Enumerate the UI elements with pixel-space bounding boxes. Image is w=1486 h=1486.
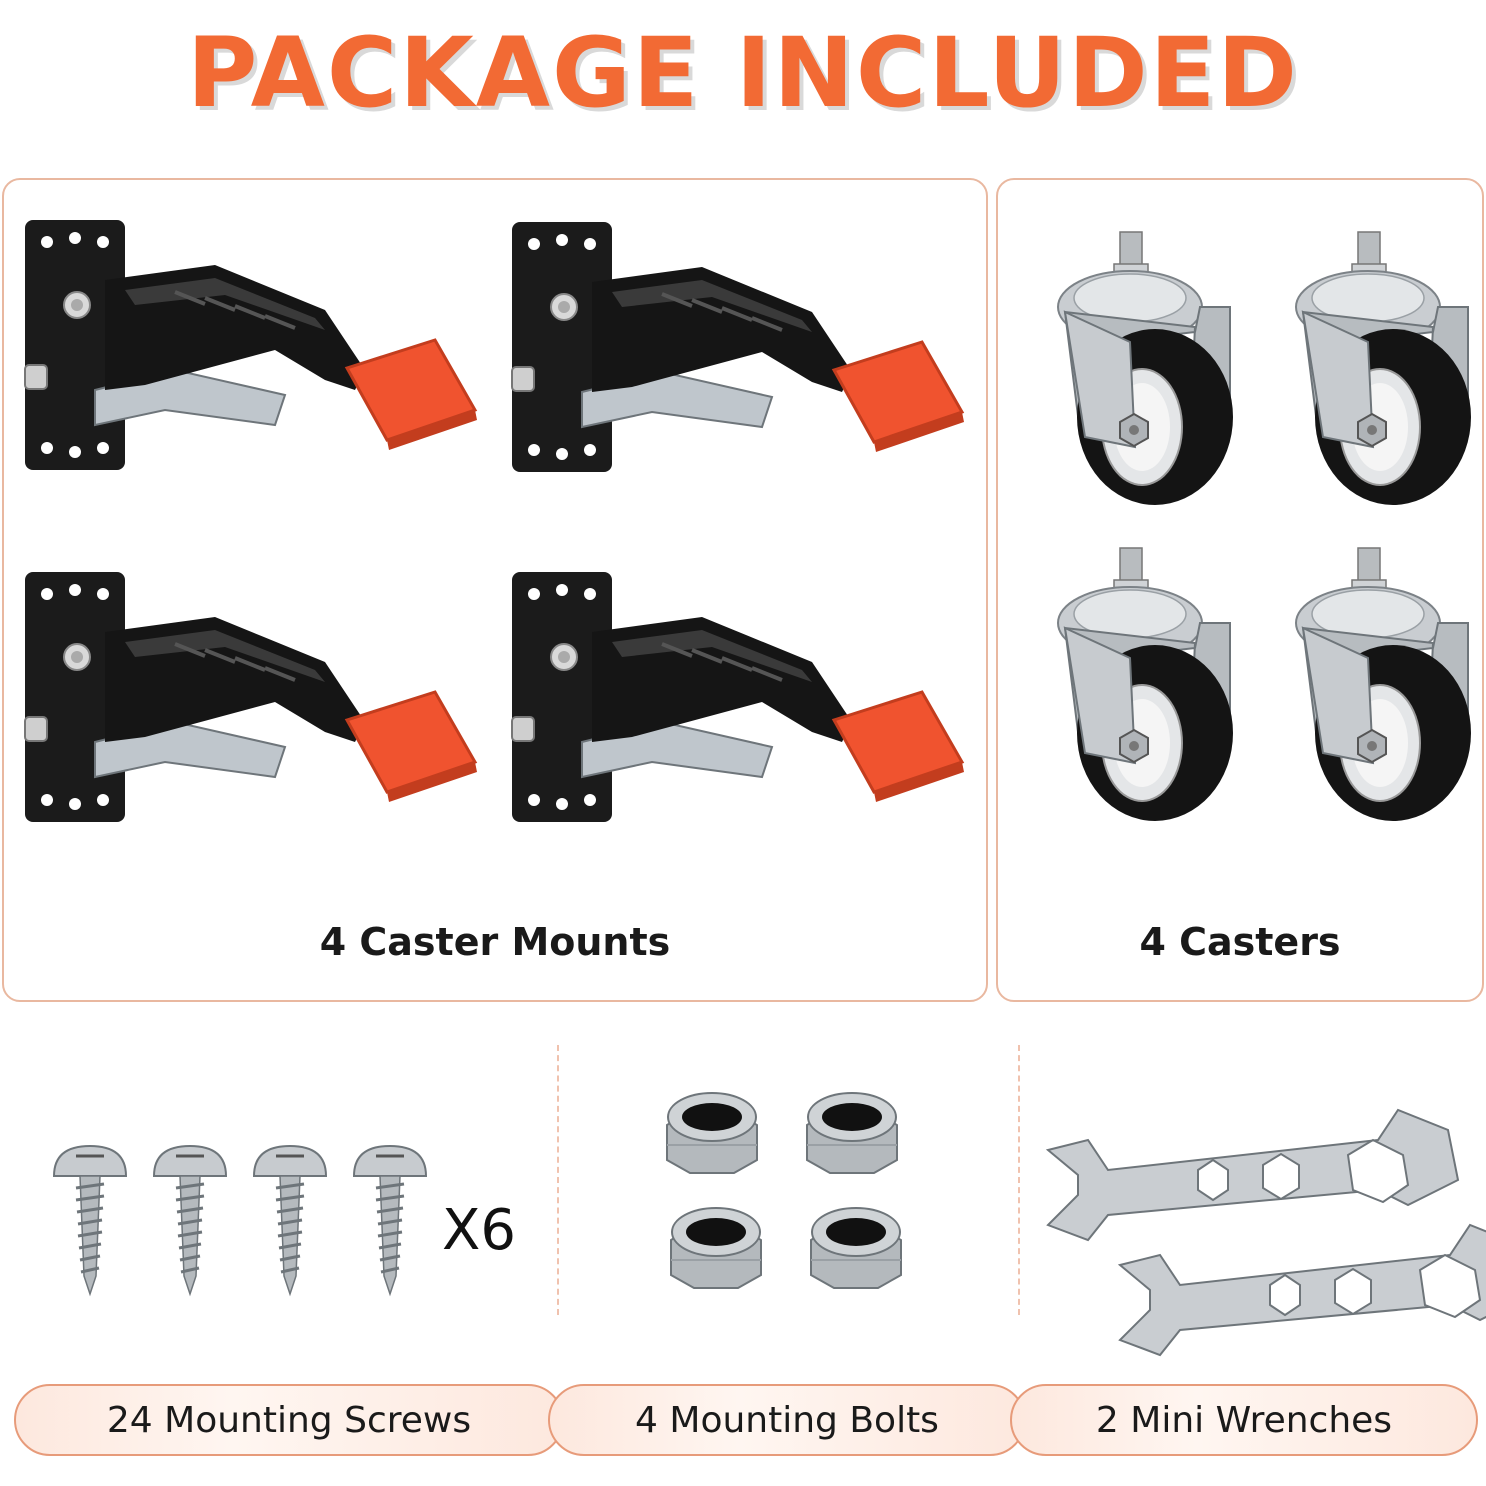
caster-mounts-label: 4 Caster Mounts [319,920,671,964]
section-divider-2 [1018,1045,1020,1315]
screw-multiplier: X6 [442,1198,516,1263]
casters-panel: 4 Casters [996,178,1484,1002]
caster-mount-icon-4 [510,570,966,824]
wrench-icon-2 [1119,1224,1486,1356]
page-title: PACKAGE INCLUDED [187,17,1299,129]
caster-mount-icon-1 [23,218,479,472]
section-divider-1 [557,1045,559,1315]
caster-wheel-icon-3 [1057,547,1234,822]
bolts-label: 4 Mounting Bolts [548,1384,1026,1456]
caster-wheel-icon-4 [1295,547,1472,822]
wrenches-label: 2 Mini Wrenches [1010,1384,1478,1456]
wrench-icon-1 [1047,1109,1459,1241]
casters-label: 4 Casters [1139,920,1341,964]
screws-label: 24 Mounting Screws [14,1384,564,1456]
caster-wheel-icon-1 [1057,231,1234,506]
caster-mount-icon-2 [510,220,966,474]
lock-nut-icon-1 [666,1092,758,1174]
caster-wheel-icon-2 [1295,231,1472,506]
caster-mount-icon-3 [23,570,479,824]
lock-nut-icon-3 [670,1207,762,1289]
lock-nut-icon-4 [810,1207,902,1289]
lock-nut-icon-2 [806,1092,898,1174]
